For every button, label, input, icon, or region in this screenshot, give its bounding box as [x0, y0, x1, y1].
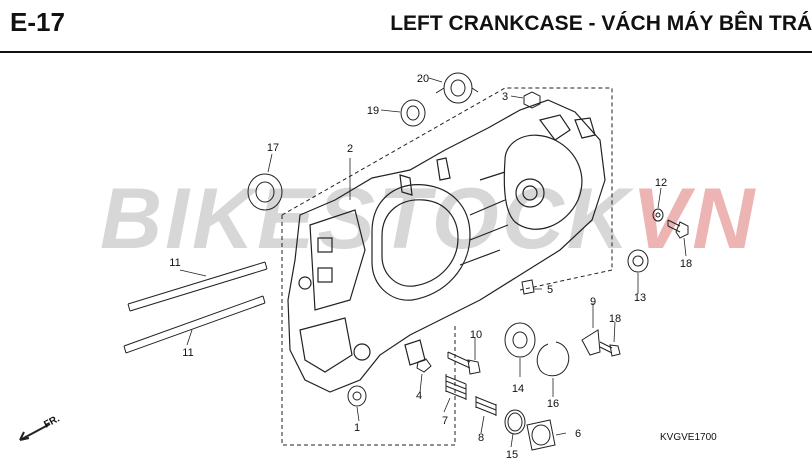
- header-divider: [0, 51, 812, 53]
- part-15-plug: [504, 322, 536, 358]
- part-14-oil-seal: [627, 249, 649, 273]
- callout-20: 19: [367, 105, 379, 117]
- callout-19: 18: [680, 258, 692, 270]
- watermark: BIKESTOCKVN: [100, 170, 757, 269]
- part-17-circlip: [536, 341, 570, 377]
- callout-21: 20: [417, 73, 429, 85]
- part-3-nut: [523, 91, 541, 109]
- page-title: LEFT CRANKCASE - VÁCH MÁY BÊN TRÁI: [390, 12, 812, 35]
- part-20-bearing: [400, 99, 426, 127]
- callout-8: 8: [478, 432, 484, 444]
- callout-11-upper: 11: [169, 257, 180, 269]
- part-8-spring: [475, 396, 497, 416]
- part-13-oil-seal: [247, 173, 283, 211]
- part-7-spring: [445, 374, 467, 400]
- callout-9: 9: [590, 296, 596, 308]
- part-12-washer: [652, 208, 664, 222]
- part-16-o-ring: [504, 409, 526, 435]
- callout-11-lower: 11: [182, 347, 193, 359]
- callout-4: 4: [416, 390, 422, 402]
- callout-1: 1: [354, 422, 360, 434]
- part-11-stud-bolts: [123, 261, 268, 354]
- part-1-dowel: [347, 385, 367, 407]
- reference-code: KVGVE1700: [660, 432, 717, 443]
- front-direction-arrow: [19, 423, 51, 441]
- part-6-filter-cap: [526, 419, 556, 451]
- callout-3: 3: [502, 91, 508, 103]
- part-4-nut: [416, 358, 432, 373]
- left-crankcase: [287, 99, 606, 393]
- part-19-drain-bolt: [667, 219, 689, 239]
- callout-12: 12: [655, 177, 667, 189]
- callout-18: 18: [609, 313, 621, 325]
- callout-2: 2: [347, 143, 353, 155]
- callout-10: 10: [470, 329, 482, 341]
- callout-14: 13: [634, 292, 646, 304]
- part-5-cap: [521, 279, 535, 295]
- callout-15: 14: [512, 383, 524, 395]
- section-code: E-17: [10, 7, 65, 37]
- callout-17: 16: [547, 398, 559, 410]
- callout-13: 17: [267, 142, 279, 154]
- callout-16: 15: [506, 449, 518, 461]
- callout-5: 5: [547, 284, 553, 296]
- callout-labels: 20 19 3 17 2 11 11 12 18 13 5 9 18 10 14…: [169, 73, 692, 461]
- part-21-bearing: [435, 72, 479, 104]
- page-header: E-17 LEFT CRANKCASE - VÁCH MÁY BÊN TRÁI: [0, 0, 812, 53]
- part-9-bracket: [581, 329, 601, 356]
- part-18-bolt: [599, 341, 621, 357]
- callout-7: 7: [442, 415, 448, 427]
- watermark-suffix: VN: [631, 171, 758, 267]
- leader-lines: [179, 77, 687, 448]
- direction-label: FR.: [42, 413, 62, 430]
- callout-6: 6: [575, 428, 581, 440]
- part-10-bolt: [447, 351, 481, 375]
